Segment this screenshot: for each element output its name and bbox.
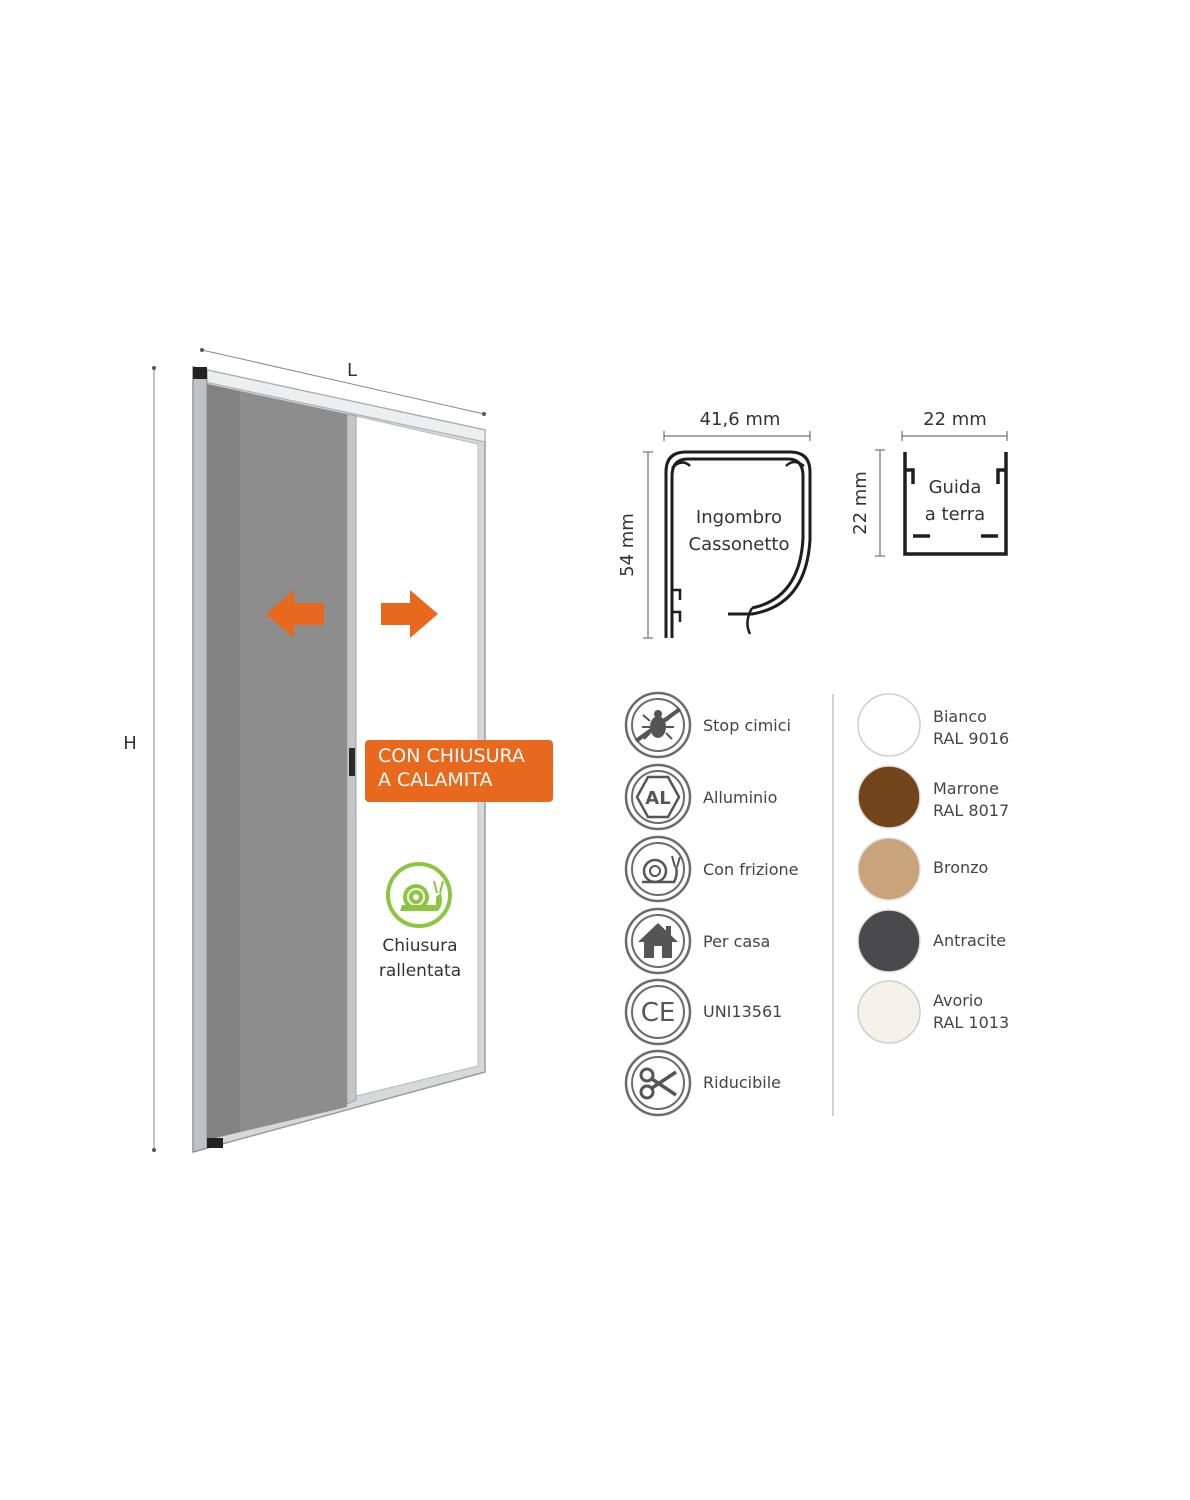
svg-text:AL: AL: [645, 788, 670, 809]
swatch-avorio: [857, 980, 921, 1044]
color-label-avorio: Avorio RAL 1013: [933, 991, 1010, 1032]
feature-label-uni13561: UNI13561: [703, 1002, 783, 1021]
magnet-handle: [349, 748, 355, 776]
feature-label-riducibile: Riducibile: [703, 1073, 781, 1092]
feature-label-stop-cimici: Stop cimici: [703, 716, 791, 735]
feature-label-alluminio: Alluminio: [703, 788, 778, 807]
ce-icon: CE: [624, 978, 692, 1046]
guide-caption-line-2: a terra: [924, 504, 986, 525]
slow-close-line-1: Chiusura: [382, 936, 458, 956]
box-caption-line-1: Ingombro: [695, 507, 783, 528]
bug-icon: [624, 691, 692, 759]
badge-line-2: A CALAMITA: [378, 769, 493, 791]
swatch-bianco: [857, 693, 921, 757]
badge-line-1: CON CHIUSURA: [378, 745, 525, 767]
guide-profile-caption: Guida a terra: [912, 474, 998, 528]
width-label: L: [347, 360, 357, 381]
feature-label-per-casa: Per casa: [703, 932, 771, 951]
arrow-left-icon: [266, 590, 324, 638]
scissors-icon: [624, 1049, 692, 1117]
slow-close-caption: Chiusura rallentata: [360, 934, 480, 984]
box-profile-shape: [664, 450, 812, 638]
guide-height-label: 22 mm: [850, 471, 871, 535]
swatch-bronzo: [857, 837, 921, 901]
svg-text:CE: CE: [641, 998, 676, 1028]
swatch-antracite: [857, 909, 921, 973]
guide-profile-shape: [903, 452, 1008, 556]
width-dimension-line: [201, 349, 485, 415]
bottom-cap: [207, 1138, 223, 1148]
box-caption-line-2: Cassonetto: [688, 534, 790, 555]
guide-caption-line-1: Guida: [928, 477, 982, 498]
top-cap: [193, 367, 207, 379]
magnet-closure-badge: CON CHIUSURA A CALAMITA: [365, 740, 553, 802]
snail-icon: [624, 835, 692, 903]
box-profile-caption: Ingombro Cassonetto: [678, 504, 800, 558]
slow-close-icon: [386, 862, 452, 928]
guide-width-label: 22 mm: [923, 409, 987, 430]
box-width-label: 41,6 mm: [700, 409, 781, 430]
slow-close-line-2: rallentata: [378, 961, 462, 981]
color-label-bronzo: Bronzo: [933, 858, 989, 877]
color-label-antracite: Antracite: [933, 931, 1007, 950]
feature-label-con-frizione: Con frizione: [703, 860, 799, 879]
mesh-panel: [207, 384, 347, 1140]
color-label-marrone: Marrone RAL 8017: [933, 779, 1010, 820]
box-height-label: 54 mm: [617, 513, 638, 577]
swatch-marrone: [857, 765, 921, 829]
arrow-right-icon: [381, 590, 438, 638]
aluminium-icon: AL: [624, 763, 692, 831]
height-label: H: [123, 733, 137, 754]
house-icon: [624, 907, 692, 975]
color-label-bianco: Bianco RAL 9016: [933, 707, 1010, 748]
